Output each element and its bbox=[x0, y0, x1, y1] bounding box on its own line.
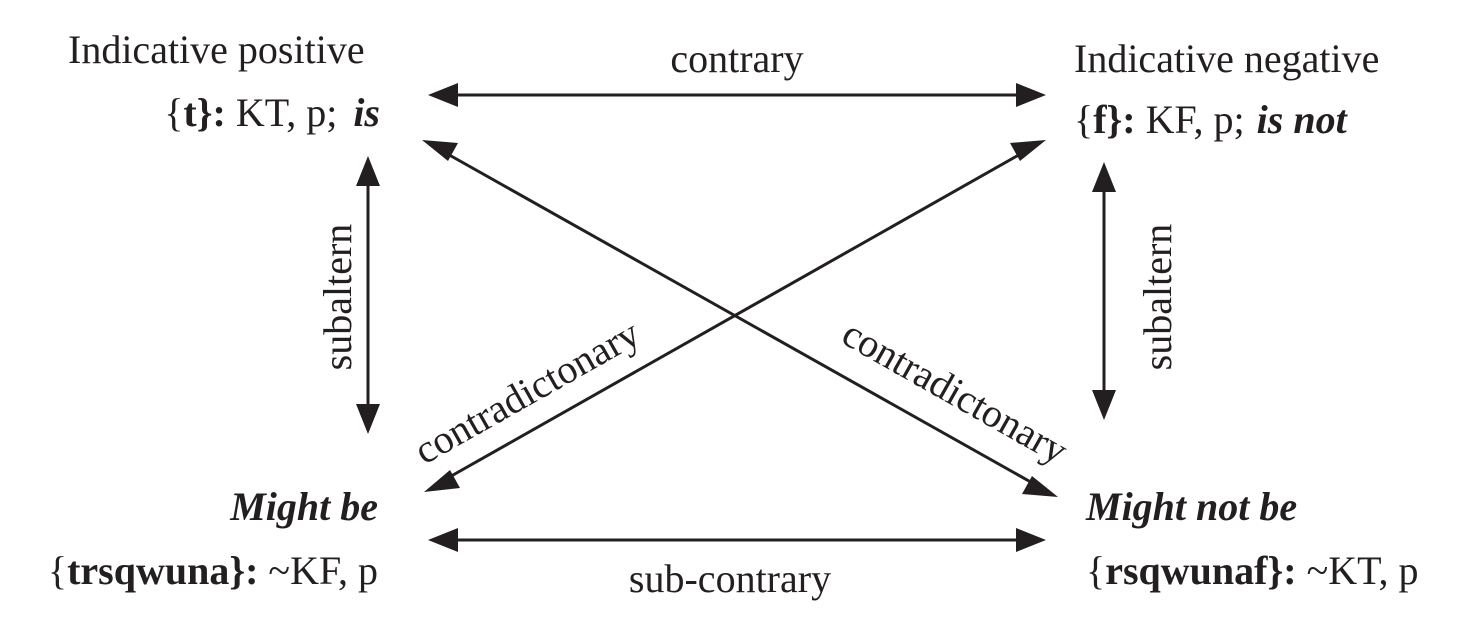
top-left-title: Indicative positive bbox=[68, 27, 365, 72]
corner-bottom-right: Might not be {rsqwunaf}: ~KT, p bbox=[1085, 484, 1419, 593]
arrow-subaltern-right bbox=[1092, 162, 1116, 420]
top-right-formula: {f}: KF, p;is not bbox=[1074, 97, 1349, 142]
arrow-contradictonary-falling bbox=[422, 140, 1058, 497]
bottom-left-formula: {trsqwuna}: ~KF, p bbox=[48, 548, 378, 593]
arrow-subaltern-left bbox=[356, 156, 380, 434]
corner-bottom-left: Might be {trsqwuna}: ~KF, p bbox=[48, 484, 378, 593]
label-contrary: contrary bbox=[670, 36, 803, 81]
label-subaltern-right: subaltern bbox=[1135, 224, 1180, 371]
top-right-title: Indicative negative bbox=[1074, 36, 1379, 81]
label-sub-contrary: sub-contrary bbox=[629, 556, 831, 601]
arrow-contrary bbox=[428, 83, 1046, 107]
label-contradictonary-rising: contradictonary bbox=[406, 310, 647, 473]
bottom-right-formula: {rsqwunaf}: ~KT, p bbox=[1086, 548, 1419, 593]
corner-top-right: Indicative negative {f}: KF, p;is not bbox=[1074, 36, 1379, 142]
top-left-formula: {t}: KT, p;is bbox=[164, 90, 380, 135]
arrow-sub-contrary bbox=[428, 528, 1046, 552]
bottom-right-title: Might not be bbox=[1085, 484, 1297, 529]
corner-top-left: Indicative positive {t}: KT, p;is bbox=[68, 27, 380, 135]
bottom-left-title: Might be bbox=[229, 484, 378, 529]
label-subaltern-left: subaltern bbox=[315, 224, 360, 371]
